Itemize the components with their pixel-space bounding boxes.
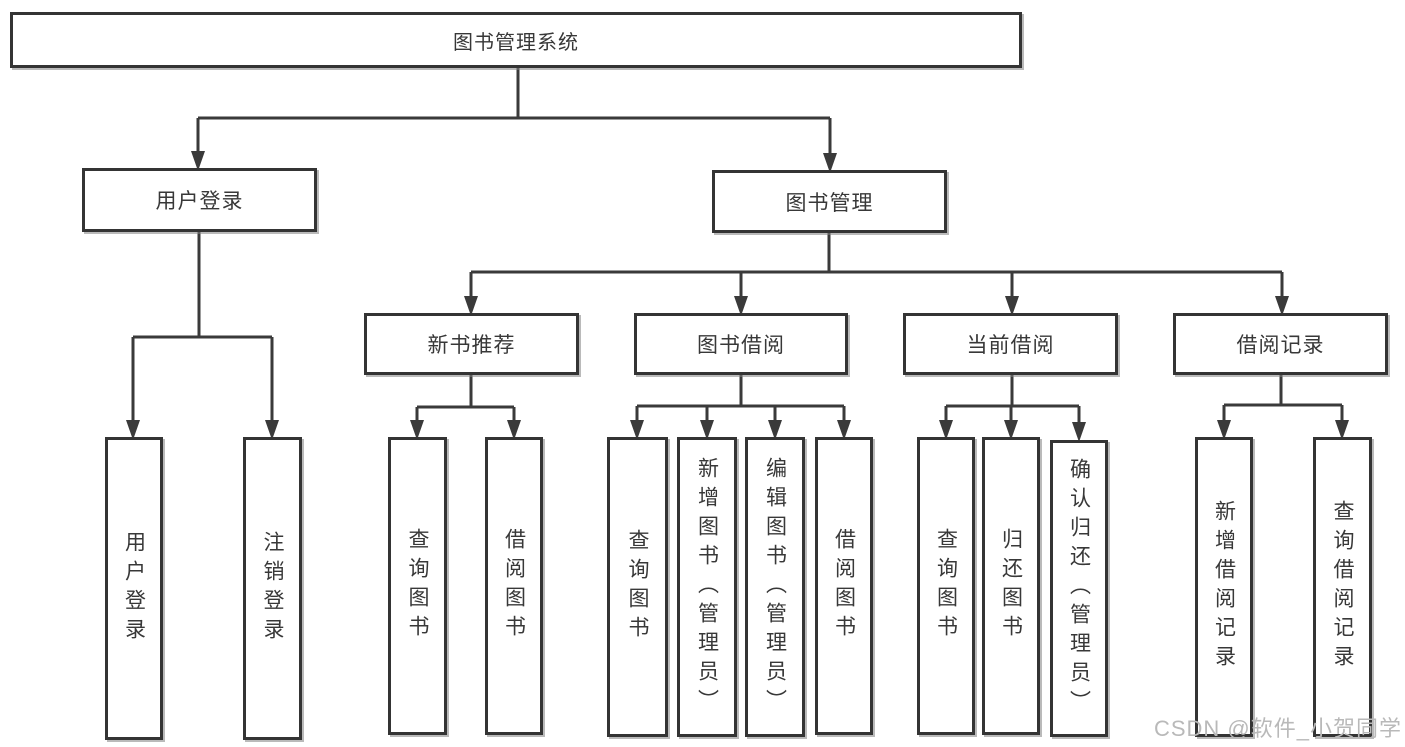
- node-current-borrow: 当前借阅: [903, 313, 1118, 375]
- leaf-user-login: 用户登录: [105, 437, 163, 740]
- csdn-watermark: CSDN @软件_小贺同学: [1153, 716, 1402, 741]
- leaf-query-books-current: 查询图书: [917, 437, 975, 735]
- leaf-query-borrow-record: 查询借阅记录: [1313, 437, 1372, 737]
- node-new-book-recommend: 新书推荐: [364, 313, 579, 375]
- leaf-add-book-admin: 新增图书（管理员）: [677, 437, 737, 737]
- connector-bookborrow-children: [635, 375, 846, 424]
- leaf-edit-book-admin: 编辑图书（管理员）: [745, 437, 805, 737]
- connector-userlogin-children: [131, 232, 274, 424]
- leaf-return-book: 归还图书: [982, 437, 1040, 735]
- connector-records-children: [1222, 375, 1344, 424]
- leaf-query-books-newbook: 查询图书: [388, 437, 447, 735]
- node-root-system: 图书管理系统: [10, 12, 1022, 68]
- leaf-logout: 注销登录: [243, 437, 302, 740]
- leaf-query-books-borrow: 查询图书: [607, 437, 668, 737]
- leaf-borrow-books-borrow: 借阅图书: [815, 437, 873, 735]
- node-borrow-records: 借阅记录: [1173, 313, 1388, 375]
- leaf-add-borrow-record: 新增借阅记录: [1195, 437, 1253, 737]
- node-book-borrow: 图书借阅: [634, 313, 848, 375]
- node-user-login: 用户登录: [82, 168, 317, 232]
- leaf-borrow-books-newbook: 借阅图书: [485, 437, 543, 735]
- node-book-management: 图书管理: [712, 170, 947, 233]
- connector-root-level2: [196, 68, 832, 157]
- connector-currentborrow-children: [944, 375, 1081, 426]
- connector-newbook-children: [415, 375, 516, 424]
- connector-bookmgmt-level3: [469, 233, 1284, 300]
- leaf-confirm-return-admin: 确认归还（管理员）: [1050, 440, 1108, 737]
